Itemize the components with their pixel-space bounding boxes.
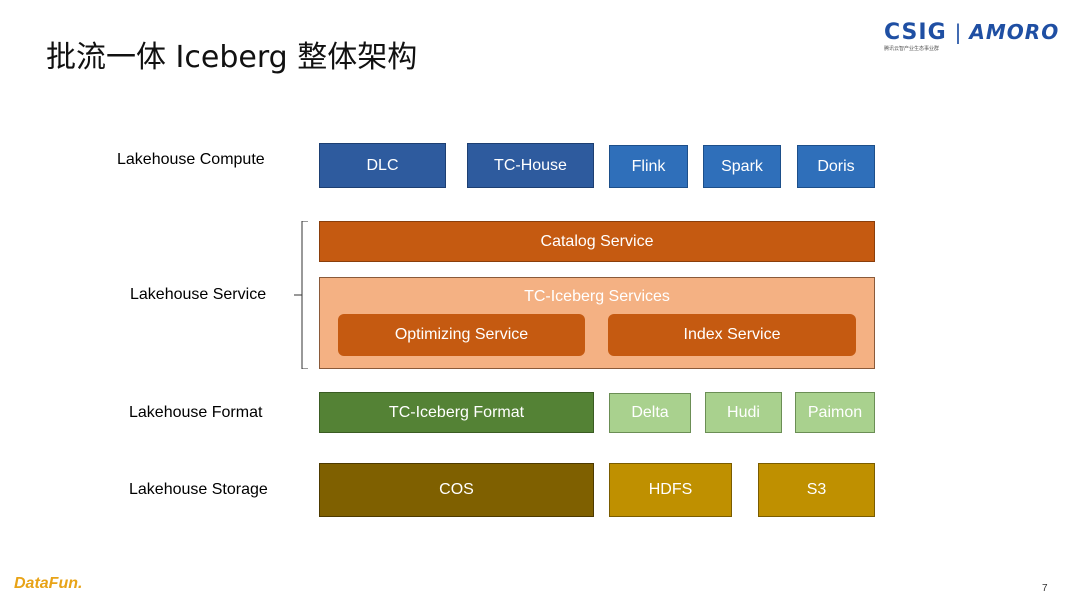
- csig-logo: CSIG 腾讯云智产业生态事业群: [884, 19, 947, 52]
- compute-doris-box: Doris: [797, 145, 875, 188]
- datafun-logo: DataFun.: [14, 575, 83, 592]
- compute-spark-box: Spark: [703, 145, 781, 188]
- service-bracket: [294, 221, 308, 369]
- format-hudi-box: Hudi: [705, 392, 782, 433]
- format-paimon-box: Paimon: [795, 392, 875, 433]
- label-lakehouse-service: Lakehouse Service: [130, 286, 267, 303]
- label-lakehouse-format: Lakehouse Format: [129, 404, 263, 421]
- index-service-box: Index Service: [608, 314, 856, 356]
- label-lakehouse-compute: Lakehouse Compute: [117, 151, 265, 168]
- storage-hdfs-box: HDFS: [609, 463, 732, 517]
- compute-flink-box: Flink: [609, 145, 688, 188]
- catalog-service-box: Catalog Service: [319, 221, 875, 262]
- optimizing-service-box: Optimizing Service: [338, 314, 585, 356]
- tc-iceberg-format-box: TC-Iceberg Format: [319, 392, 594, 433]
- slide-title: 批流一体 Iceberg 整体架构: [46, 40, 418, 75]
- compute-tc-house-box: TC-House: [467, 143, 594, 188]
- storage-s3-box: S3: [758, 463, 875, 517]
- page-number: 7: [1042, 583, 1048, 594]
- label-lakehouse-storage: Lakehouse Storage: [129, 481, 268, 498]
- compute-dlc-box: DLC: [319, 143, 446, 188]
- logo-separator: |: [954, 20, 962, 44]
- csig-amoro-logo: CSIG 腾讯云智产业生态事业群 | AMORO: [884, 16, 1064, 52]
- csig-subtitle: 腾讯云智产业生态事业群: [884, 45, 940, 52]
- format-delta-box: Delta: [609, 393, 691, 433]
- tc-iceberg-services-title: TC-Iceberg Services: [524, 288, 670, 305]
- storage-cos-box: COS: [319, 463, 594, 517]
- amoro-logo: AMORO: [969, 20, 1060, 44]
